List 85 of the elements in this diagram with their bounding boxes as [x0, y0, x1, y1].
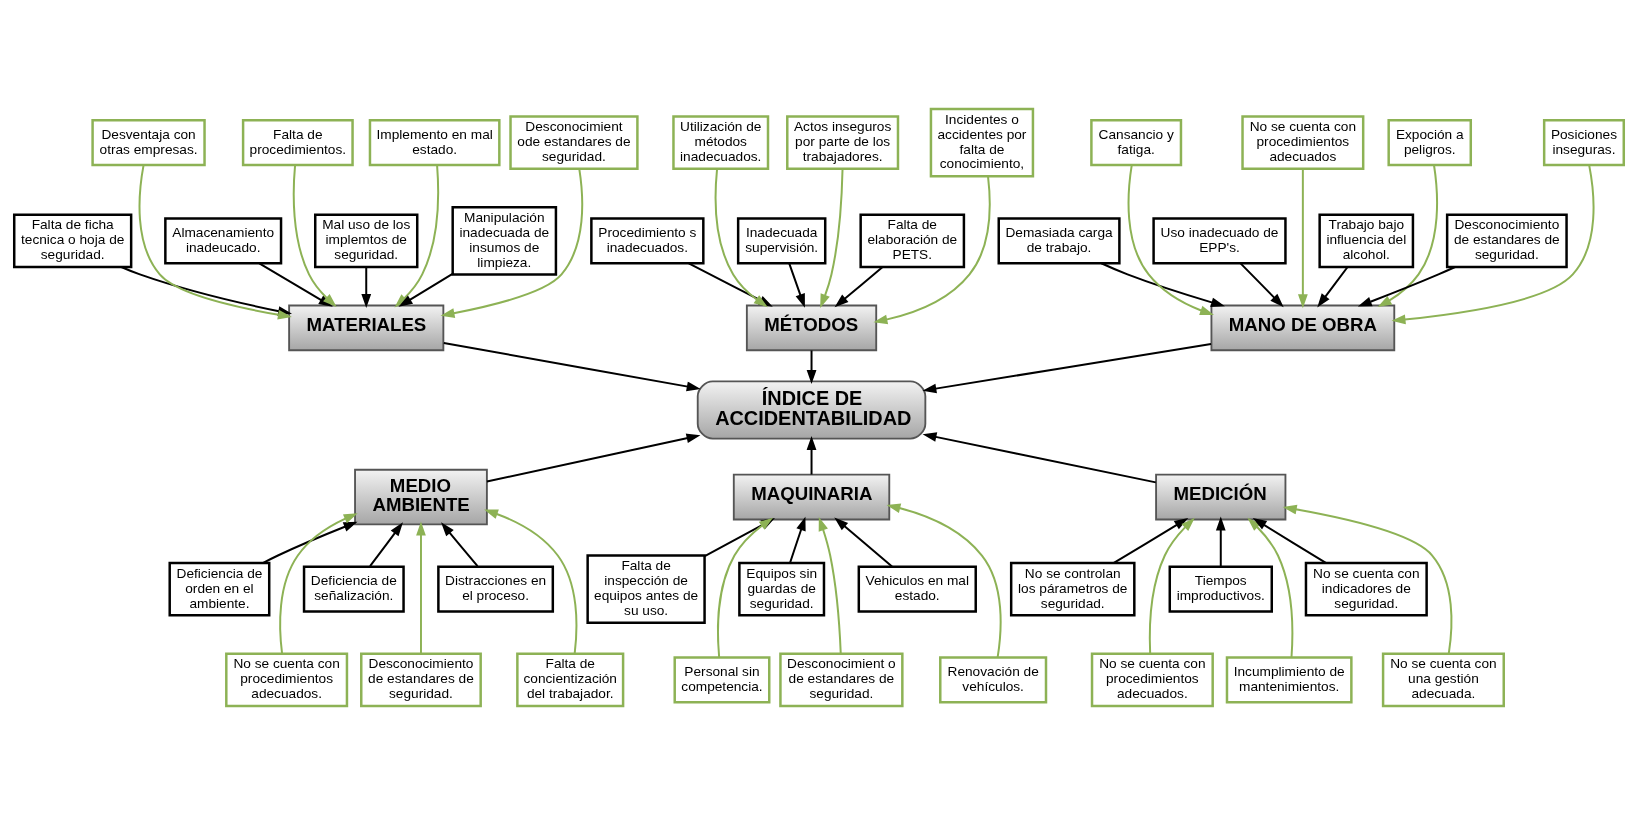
node-box: ÍNDICE DE ACCIDENTABILIDAD — [696, 380, 927, 440]
node-box: Expoción a peligros. — [1387, 118, 1473, 167]
arrow — [484, 509, 578, 655]
node-box: Cansancio y fatiga. — [1090, 118, 1183, 167]
arrow — [1317, 266, 1349, 308]
arrow — [1112, 517, 1189, 564]
arrow — [788, 262, 805, 308]
arrow — [834, 517, 894, 568]
node-box: No se cuenta con indicadores de seguridad. — [1304, 561, 1428, 617]
node-box: Desventaja con otras empresas. — [91, 118, 206, 167]
node-box: No se cuenta con procedimientos adecuados. — [225, 652, 349, 708]
node-box: Personal sin competencia. — [673, 656, 771, 704]
node-box: Procedimiento s inadecuados. — [590, 217, 705, 265]
node-box: Falta de elaboración de PETS. — [859, 213, 966, 269]
node-box: Vehiculos en mal estado. — [857, 565, 977, 613]
node-box: Deficiencia de orden en el ambiente. — [168, 561, 271, 617]
arrow — [873, 175, 991, 325]
arrow — [818, 516, 842, 655]
node-box: Incidentes o accidentes por falta de conocimiento, — [929, 107, 1035, 178]
node-box: Uso inadecuado de EPP's. — [1152, 217, 1287, 265]
arrow — [369, 522, 403, 568]
arrow — [789, 516, 806, 564]
arrow — [1377, 164, 1438, 307]
node-box: Renovación de vehículos. — [939, 656, 1048, 704]
node-box: Trabajo bajo influencia del alcohol. — [1318, 213, 1415, 269]
node-box: Implemento en mal estado. — [368, 118, 501, 167]
node-box: Falta de concientización del trabajador. — [516, 652, 625, 708]
arrow — [1252, 517, 1327, 564]
arrow — [806, 435, 817, 476]
node-box: Tiempos improductivos. — [1168, 565, 1273, 613]
arrow — [361, 266, 372, 309]
node-box: Almacenamiento inadeucado. — [164, 217, 283, 265]
node-box: Inadecuada supervisión. — [736, 217, 827, 265]
arrow — [485, 433, 701, 483]
arrow — [1127, 164, 1214, 315]
arrow — [806, 349, 817, 385]
node-box: Falta de procedimientos. — [241, 118, 354, 167]
arrow — [279, 513, 358, 655]
node-box: MATERIALES — [288, 304, 445, 352]
arrow — [441, 522, 479, 568]
arrow — [442, 342, 701, 392]
node-box: Distracciones en el proceso. — [437, 565, 555, 613]
arrow — [714, 167, 768, 308]
arrow — [834, 266, 884, 308]
arrow — [1215, 516, 1226, 568]
node-box: No se cuenta con una gestión adecuada. — [1381, 652, 1505, 708]
node-box: MEDIO AMBIENTE — [354, 468, 488, 526]
arrow — [1100, 262, 1225, 307]
node-box: MÉTODOS — [745, 304, 878, 352]
node-box: Falta de inspección de equipos antes de su uso. — [586, 554, 706, 624]
arrow — [1148, 517, 1195, 655]
node-box: Desconocimient ode estandares de seguridad. — [509, 115, 639, 170]
arrow — [1391, 164, 1595, 325]
arrow — [820, 168, 844, 308]
arrow — [398, 272, 454, 307]
arrow — [1282, 504, 1453, 655]
arrow — [440, 168, 584, 318]
arrow — [1357, 266, 1457, 307]
node-box: MAQUINARIA — [732, 473, 891, 521]
arrow — [1297, 167, 1308, 309]
node-box: No se controlan los párametros de seguridad. — [1009, 561, 1136, 617]
arrow — [262, 521, 358, 564]
node-box: Manipulación inadecuada de insumos de limpieza. — [451, 206, 558, 276]
node-box: Desconocimiento de estandares de seguridad. — [360, 652, 482, 708]
arrow — [922, 432, 1157, 484]
node-box: No se cuenta con procedimientos adecuados. — [1090, 652, 1214, 708]
node-box: Utilización de métodos inadecuados. — [672, 115, 770, 170]
arrow — [886, 503, 1002, 659]
arrow — [1239, 262, 1284, 308]
arrow — [1247, 517, 1294, 659]
node-box: Desconocimiento de estandares de seguridad. — [1445, 213, 1568, 269]
node-box: Desconocimient o de estandares de seguridad. — [779, 652, 904, 708]
node-box: No se cuenta con procedimientos adecuados — [1241, 115, 1365, 170]
node-box: MANO DE OBRA — [1210, 304, 1396, 352]
node-box: Posiciones inseguras. — [1542, 118, 1625, 167]
node-box: Actos inseguros por parte de los trabajadores. — [786, 115, 900, 170]
node-box: Equipos sin guardas de seguridad. — [738, 561, 826, 617]
node-box: Incumplimiento de mantenimientos. — [1225, 656, 1353, 704]
node-box: Mal uso de los implemtos de seguridad. — [314, 213, 419, 269]
arrow — [416, 521, 426, 655]
node-box: MEDICIÓN — [1155, 473, 1287, 521]
arrow — [922, 343, 1212, 394]
node-box: Deficiencia de señalización. — [302, 565, 405, 613]
node-box: Falta de ficha tecnica o hoja de seguridad. — [13, 213, 133, 269]
node-box: Demasiada carga de trabajo. — [997, 217, 1121, 265]
